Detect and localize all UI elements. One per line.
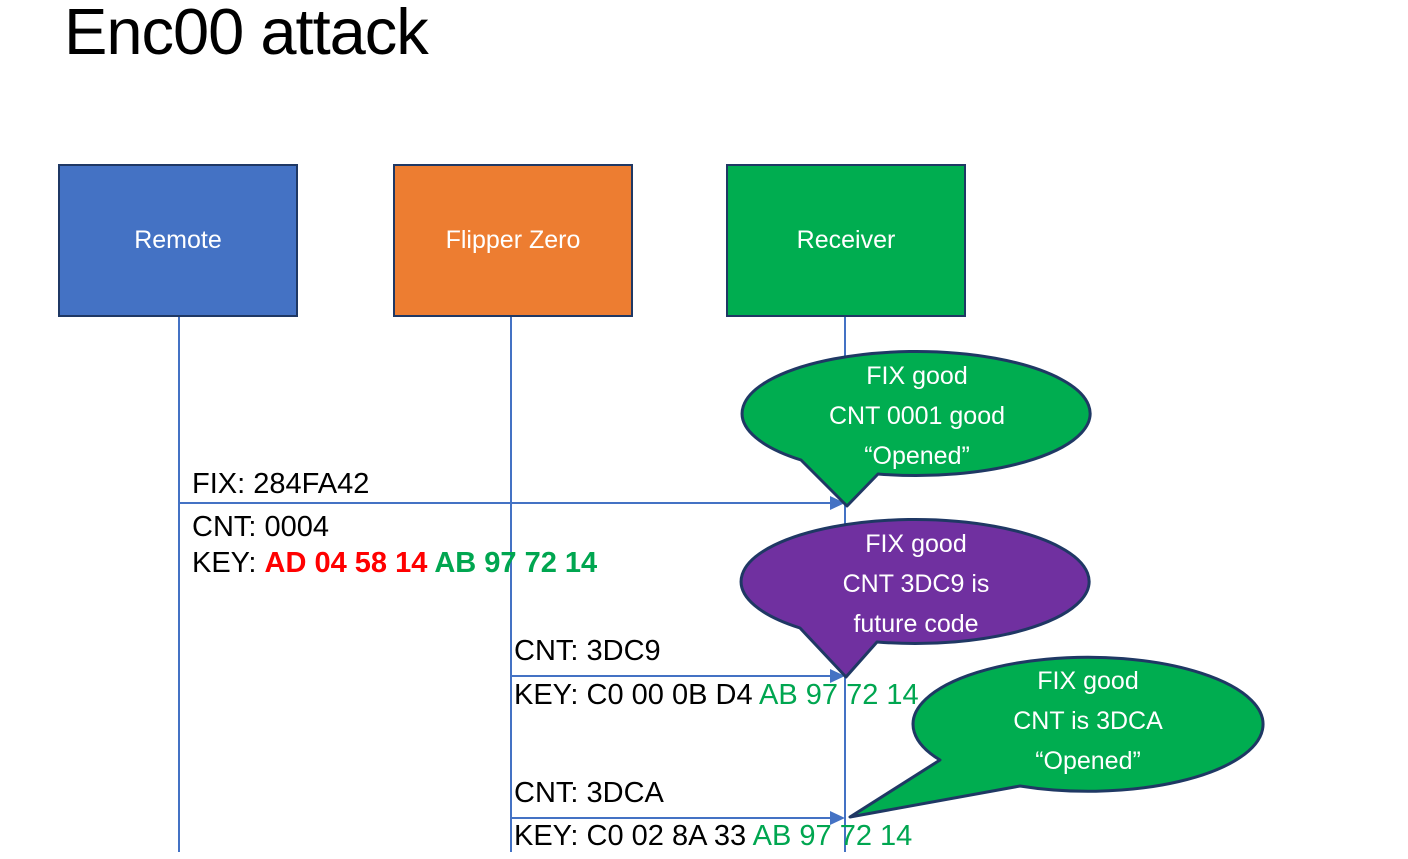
message1-cnt-label: CNT: 0004 [192, 511, 330, 543]
message3-key-label: KEY: C0 02 8A 33 AB 97 72 14 [514, 820, 912, 853]
message2-key-label: KEY: C0 00 0B D4 AB 97 72 14 [514, 679, 919, 712]
message1-key-fixed-bytes: AB 97 72 14 [434, 547, 598, 579]
message1-key-prefix: KEY: [192, 547, 265, 579]
message2-cnt-label: CNT: 3DC9 [514, 635, 661, 667]
lifeline-flipper-zero [510, 317, 512, 852]
callout-2-line-3: future code [853, 610, 979, 638]
callout-1-line-3: “Opened” [864, 442, 970, 470]
arrowhead-icon [830, 811, 845, 825]
callout-3-line-2: CNT is 3DCA [1013, 707, 1163, 735]
message1-key-changed-bytes: AD 04 58 14 [264, 547, 435, 579]
callout-2-line-1: FIX good [865, 530, 967, 558]
actor-label-remote: Remote [134, 226, 222, 254]
callout-1-text: FIX good CNT 0001 good “Opened” [743, 356, 1091, 476]
callout-2-line-2: CNT 3DC9 is [842, 570, 990, 598]
arrowhead-icon [830, 496, 845, 510]
actor-box-flipper-zero: Flipper Zero [393, 164, 633, 317]
actor-label-flipper-zero: Flipper Zero [445, 226, 581, 254]
message-arrow-flipper-to-receiver-1 [511, 669, 845, 683]
message1-key-label: KEY: AD 04 58 14 AB 97 72 14 [192, 547, 597, 580]
callout-1-line-1: FIX good [866, 362, 968, 390]
message-arrow-flipper-to-receiver-2 [511, 811, 845, 825]
message3-key-prefix: KEY: C0 02 8A 33 [514, 820, 753, 852]
callout-2-text: FIX good CNT 3DC9 is future code [742, 524, 1090, 644]
actor-box-remote: Remote [58, 164, 298, 317]
callout-3-line-3: “Opened” [1035, 747, 1141, 775]
actor-label-receiver: Receiver [796, 226, 896, 254]
message3-cnt-label: CNT: 3DCA [514, 777, 664, 809]
message3-key-fixed-bytes: AB 97 72 14 [752, 820, 913, 852]
message2-key-fixed-bytes: AB 97 72 14 [759, 679, 919, 711]
actor-box-receiver: Receiver [726, 164, 966, 317]
page-title: Enc00 attack [64, 0, 429, 68]
callout-3-line-1: FIX good [1037, 667, 1139, 695]
lifeline-remote [178, 317, 180, 852]
callout-3-text: FIX good CNT is 3DCA “Opened” [913, 661, 1263, 781]
message1-fix-label: FIX: 284FA42 [192, 468, 370, 500]
callout-1-line-2: CNT 0001 good [828, 402, 1006, 430]
message2-key-prefix: KEY: C0 00 0B D4 [514, 679, 760, 711]
message-arrow-remote-to-receiver [179, 496, 845, 510]
